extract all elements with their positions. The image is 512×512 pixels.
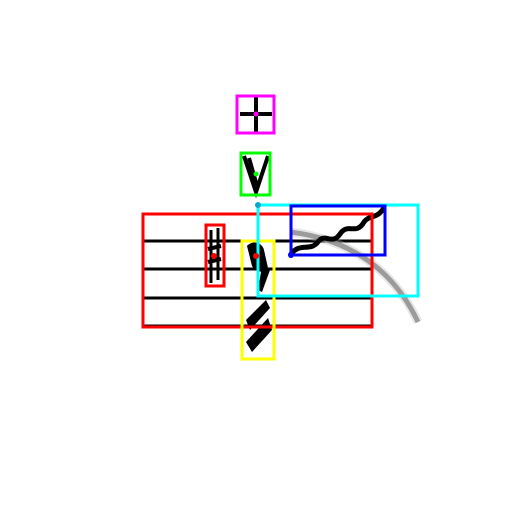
anchor-dot [255, 202, 261, 208]
anchor-dot [288, 252, 294, 258]
slur-curve-icon [289, 229, 421, 324]
slur-shadow [289, 227, 423, 324]
anchor-dot [253, 111, 259, 117]
trill-bounding-box [289, 204, 387, 257]
anchor-dot [253, 253, 259, 259]
anchor-dot [211, 253, 217, 259]
sharp-bounding-box [204, 223, 226, 288]
trill-wave-icon [288, 205, 387, 257]
sharp-bar [207, 244, 222, 251]
accent-stroke [247, 157, 259, 187]
accent-bounding-box [239, 151, 272, 197]
cross-bounding-box [235, 94, 276, 135]
sharp-icon [207, 228, 222, 283]
flag-stroke [258, 266, 270, 292]
anchor-dot [253, 171, 259, 177]
flag-stroke [246, 300, 270, 330]
v-accent-icon [242, 155, 270, 199]
sharp-bar [207, 257, 222, 264]
